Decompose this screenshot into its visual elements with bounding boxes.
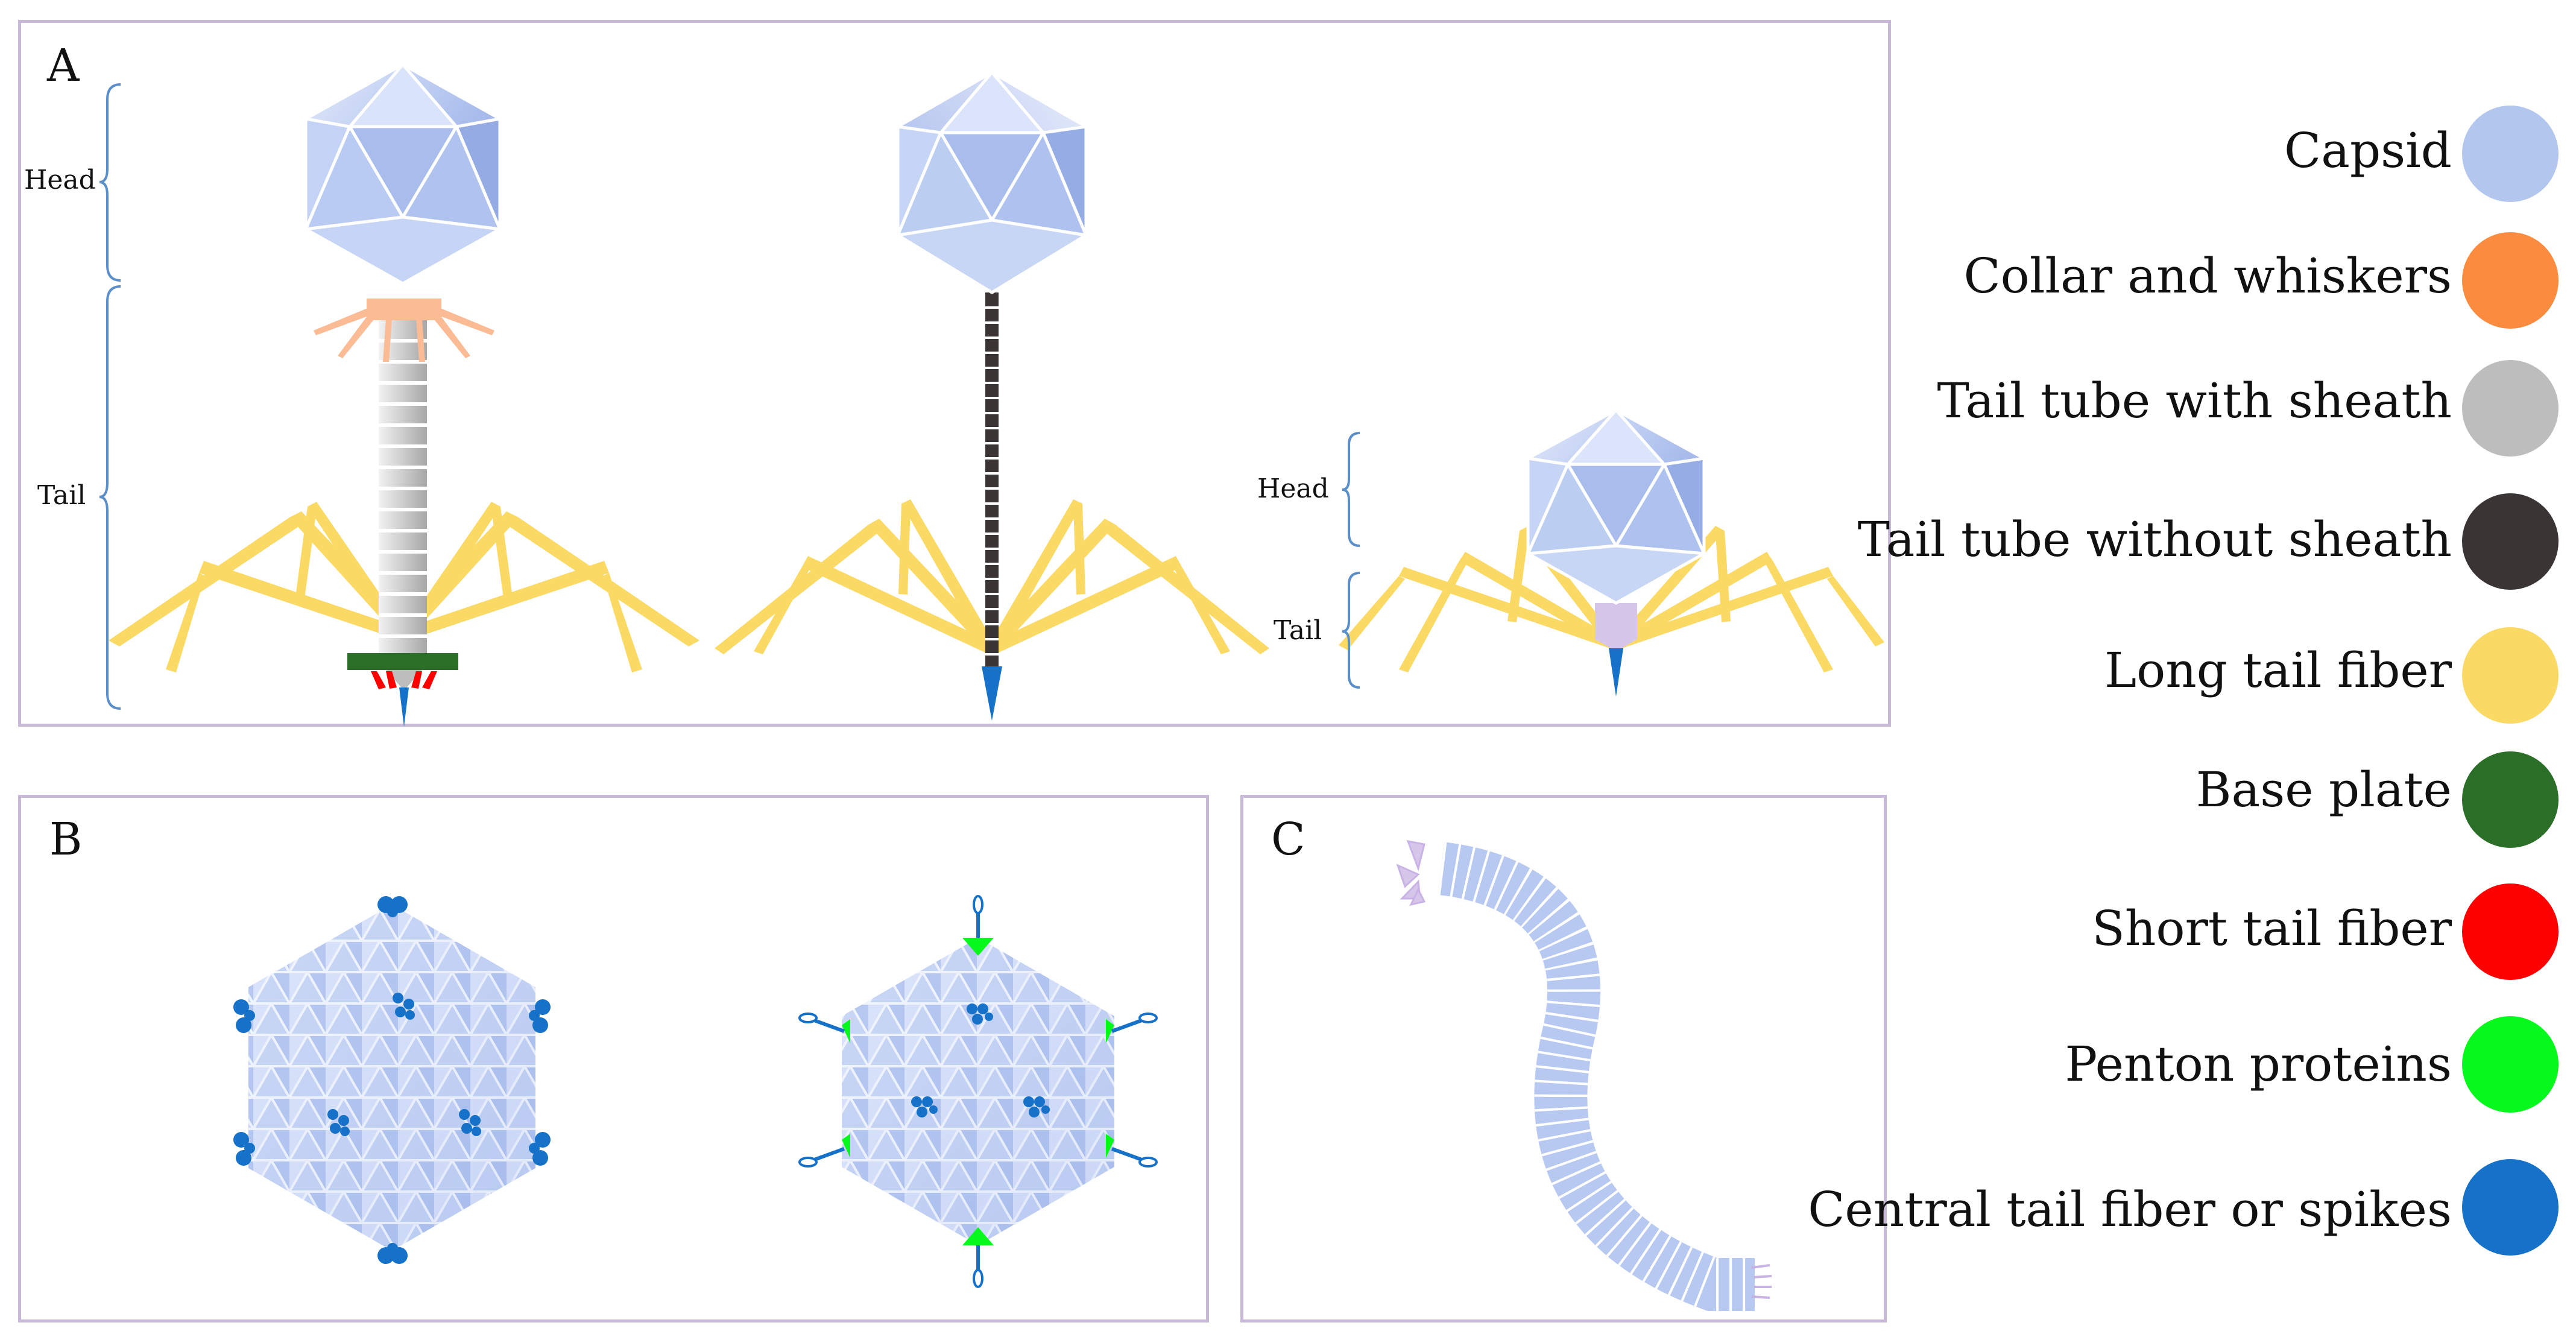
dimension-brackets: [99, 83, 1360, 710]
legend-swatch-base-plate: [2462, 751, 2559, 848]
legend-swatch-short-fiber: [2462, 883, 2559, 980]
legend-label-penton: Penton proteins: [2065, 1036, 2452, 1092]
capsid-top-view-small: [798, 895, 1158, 1288]
panel-label-a: A: [47, 40, 80, 92]
head-label-small: Head: [1257, 473, 1329, 504]
legend-swatch-tail-no-sheath: [2462, 493, 2559, 590]
capsid-top-view-large: [233, 896, 551, 1264]
siphovirus-phage: [715, 71, 1269, 721]
legend-label-tail-sheath: Tail tube with sheath: [1937, 373, 2452, 429]
legend-swatch-central-fiber: [2462, 1159, 2559, 1256]
head-label: Head: [24, 165, 96, 195]
legend-swatch-penton: [2462, 1016, 2559, 1113]
filamentous-phage: [1396, 840, 1772, 1311]
tail-label-small: Tail: [1274, 615, 1322, 646]
panel-b: [18, 795, 1209, 1322]
legend-swatch-tail-sheath: [2462, 360, 2559, 457]
legend-label-collar: Collar and whiskers: [1963, 248, 2452, 304]
panel-label-c: C: [1271, 814, 1305, 865]
podovirus-phage: [1339, 408, 1884, 697]
legend-label-central-fiber: Central tail fiber or spikes: [1808, 1181, 2452, 1237]
legend-swatch-capsid: [2462, 106, 2559, 202]
legend-label-capsid: Capsid: [2284, 122, 2452, 179]
myovirus-phage: [109, 63, 699, 727]
panel-label-b: B: [49, 814, 83, 865]
legend-label-long-fiber: Long tail fiber: [2104, 642, 2452, 698]
panel-a: [18, 20, 1891, 727]
legend-label-tail-no-sheath: Tail tube without sheath: [1857, 511, 2452, 567]
panel-c: [1240, 795, 1887, 1322]
legend-label-base-plate: Base plate: [2196, 762, 2452, 818]
tail-label: Tail: [37, 480, 86, 511]
legend-swatch-long-fiber: [2462, 627, 2559, 724]
legend-swatch-collar: [2462, 232, 2559, 329]
legend-label-short-fiber: Short tail fiber: [2092, 900, 2452, 956]
